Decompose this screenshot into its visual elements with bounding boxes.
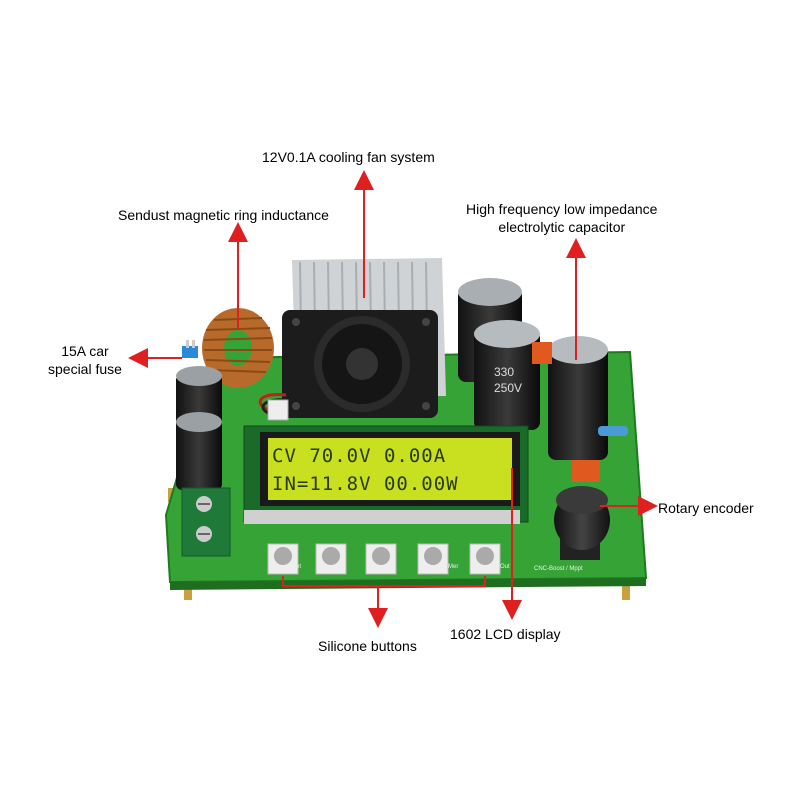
fan-callout-label: 12V0.1A cooling fan system bbox=[262, 149, 435, 165]
set-silk-label: Set bbox=[292, 564, 301, 570]
lcd-line-1: CV 70.0V 0.00A bbox=[272, 445, 446, 467]
fuse-callout-line-2: special fuse bbox=[48, 361, 122, 377]
toroid-inductor bbox=[202, 308, 274, 388]
mer-silk-label: Mer bbox=[448, 564, 458, 570]
inductor-callout-label: Sendust magnetic ring inductance bbox=[118, 207, 329, 223]
callout-arrows bbox=[128, 170, 658, 628]
small-components bbox=[532, 342, 628, 482]
input-capacitors bbox=[176, 366, 222, 490]
output-capacitors: 330 250V bbox=[458, 278, 608, 460]
lcd-callout-label: 1602 LCD display bbox=[450, 626, 561, 642]
cooling-fan bbox=[282, 310, 438, 418]
cap-voltage-text: 250V bbox=[494, 381, 522, 395]
model-silk-label: CNC-Boost / Mppt bbox=[534, 566, 583, 572]
fuse-callout-label: 15A car special fuse bbox=[48, 342, 122, 378]
fan-connector bbox=[258, 392, 289, 421]
capacitor-callout-line-2: electrolytic capacitor bbox=[498, 219, 626, 235]
out-silk-label: Out bbox=[500, 564, 510, 570]
encoder-callout-label: Rotary encoder bbox=[658, 500, 754, 516]
lcd-module: CV 70.0V 0.00A IN=11.8V 00.00W bbox=[243, 425, 529, 524]
rotary-encoder bbox=[554, 486, 610, 560]
capacitor-callout-line-1: High frequency low impedance bbox=[466, 201, 658, 217]
cap-value-text: 330 bbox=[494, 365, 514, 379]
screw-terminal bbox=[181, 487, 231, 557]
buttons-callout-label: Silicone buttons bbox=[318, 638, 417, 654]
lcd-line-2: IN=11.8V 00.00W bbox=[272, 473, 459, 495]
fuse bbox=[182, 340, 198, 358]
capacitor-callout-label: High frequency low impedance electrolyti… bbox=[466, 200, 657, 236]
fuse-callout-line-1: 15A car bbox=[61, 343, 109, 359]
silicone-buttons: Set Mer Out CNC-Boost / Mppt bbox=[267, 543, 583, 575]
